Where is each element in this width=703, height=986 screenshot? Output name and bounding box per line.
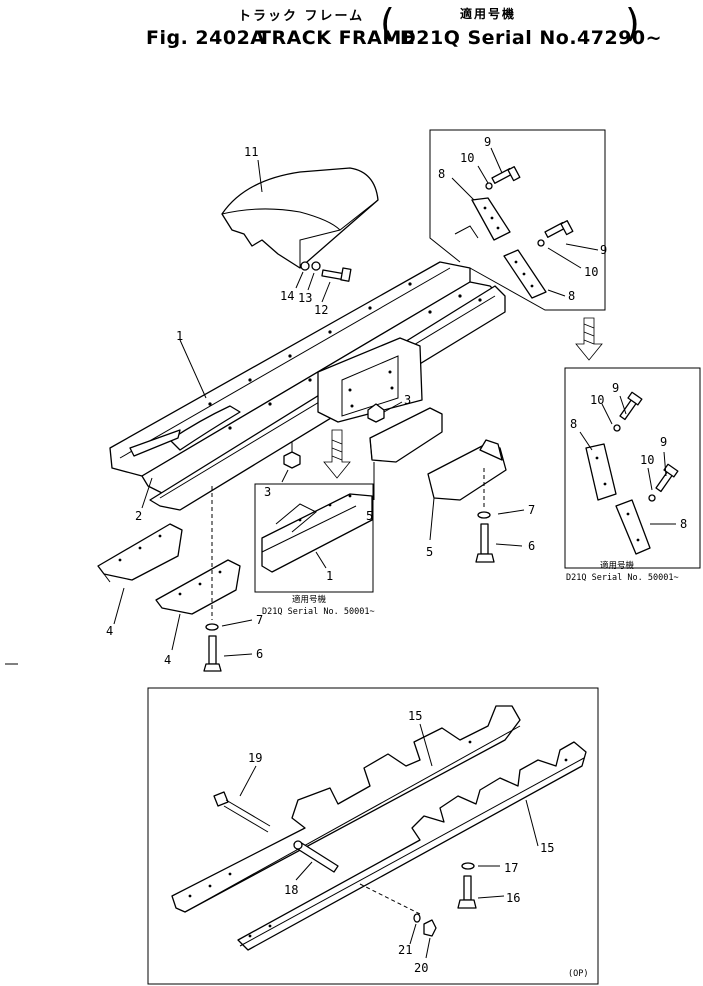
callout-15a: 15 [408,709,422,723]
cover-part [221,159,379,269]
bolt-6-7-right [475,468,525,563]
callout-8b: 8 [568,289,575,303]
right-inset-serial: D21Q Serial No. 50001~ [566,573,679,583]
callout-1-inset: 1 [326,569,333,583]
pin-18 [293,840,339,881]
callout-12: 12 [314,303,328,317]
callout-9d: 9 [660,435,667,449]
callout-17: 17 [504,861,518,875]
callout-7a: 7 [528,503,535,517]
callout-6b: 6 [256,647,263,661]
middle-inset-frame-detail [261,493,373,573]
callout-10d: 10 [640,453,654,467]
callout-19: 19 [248,751,262,765]
callout-6a: 6 [528,539,535,553]
top-inset-brackets [451,147,599,299]
applicable-japanese: 適用号機 [460,7,517,21]
right-inset-applicable: 適用号機 [600,560,635,571]
callout-10b: 10 [584,265,598,279]
callout-21: 21 [398,943,412,957]
callout-11: 11 [244,145,258,159]
title-japanese: トラック フレーム [238,9,365,24]
right-inset-parts [579,391,679,555]
callout-3b: 3 [264,485,271,499]
figure-title-block: トラック フレーム ( 適用号機 Fig. 2402A TRACK FRAME … [0,0,703,60]
serial-range: D21Q Serial No.47290~ [400,27,663,49]
callout-15b: 15 [540,841,554,855]
callout-9c: 9 [612,381,619,395]
callout-5b: 5 [426,545,433,559]
middle-inset-applicable: 適用号機 [292,594,327,605]
callout-8d: 8 [680,517,687,531]
bolt-16-17-21-20 [359,862,505,959]
open-paren: ( [380,1,395,45]
arrow-to-right-inset [575,317,603,361]
callout-10a: 10 [460,151,474,165]
bolt-6-7-left [203,486,253,672]
arrow-to-middle-inset [323,429,351,479]
callout-1: 1 [176,329,183,343]
guard-4 [97,523,241,651]
middle-inset-serial: D21Q Serial No. 50001~ [262,607,375,617]
callout-16: 16 [506,891,520,905]
callout-7b: 7 [256,613,263,627]
inset-pointer [454,225,479,239]
figure-number: Fig. 2402A [146,27,266,49]
callout-3a: 3 [404,393,411,407]
callout-labels: 1 2 3 3 4 4 5 5 6 6 7 7 8 8 8 8 9 9 9 9 … [106,135,687,975]
bolt-3 [281,401,403,483]
callout-4b: 4 [164,653,171,667]
callout-8c: 8 [570,417,577,431]
track-frame-main [109,261,506,511]
right-inset-box [564,367,701,569]
callout-5a: 5 [366,509,373,523]
figure-title: TRACK FRAME [258,27,416,49]
bolt-washer-set-12-14 [295,261,352,303]
callout-9b: 9 [600,243,607,257]
callout-13: 13 [298,291,312,305]
callout-9a: 9 [484,135,491,149]
callout-10c: 10 [590,393,604,407]
top-inset-box [429,129,606,311]
callout-2: 2 [135,509,142,523]
option-mark: (OP) [568,969,588,979]
middle-inset-box [254,483,374,593]
callout-18: 18 [284,883,298,897]
callout-20: 20 [414,961,428,975]
bolt-19 [213,765,271,833]
callout-8a: 8 [438,167,445,181]
callout-14: 14 [280,289,294,303]
guard-5 [369,407,507,541]
track-guard-15 [171,705,587,951]
option-box [147,687,599,985]
leader-2 [141,477,153,509]
close-paren: ) [625,1,640,45]
callout-4a: 4 [106,624,113,638]
